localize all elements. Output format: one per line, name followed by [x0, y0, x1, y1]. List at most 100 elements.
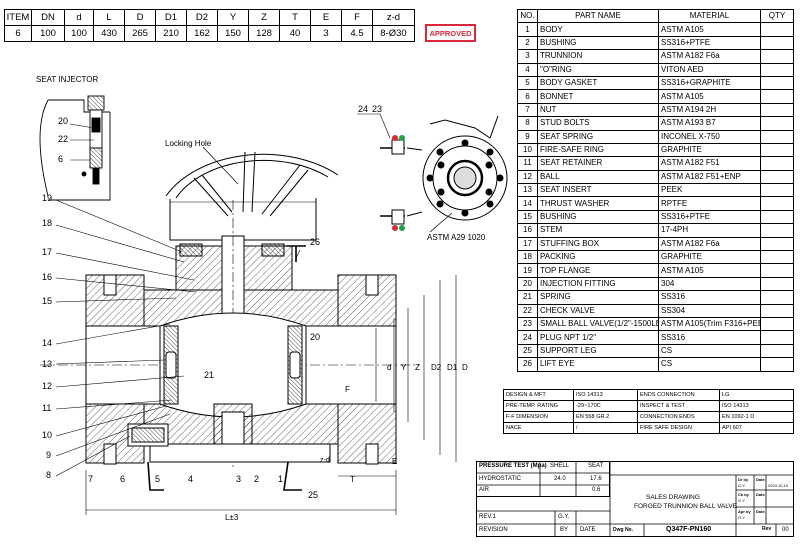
callout-11: 11: [42, 403, 51, 413]
dwg-no-label: Dwg No.: [613, 527, 633, 533]
dr-date-label: Date: [756, 477, 765, 482]
callout-6-detail: 6: [58, 154, 63, 164]
dim-z: Z: [415, 363, 420, 372]
shell-header: SHELL: [550, 463, 570, 469]
dim-e: E: [392, 457, 397, 466]
part-name: BODY GASKET: [537, 75, 659, 91]
callout-18: 18: [42, 218, 52, 228]
part-qty: [760, 75, 794, 91]
callout-24: 24: [358, 104, 368, 114]
rev-no-label: Rev: [762, 526, 772, 532]
dim-d: d: [387, 363, 391, 372]
apr-by: G.Y.: [738, 515, 746, 520]
callout-13: 13: [42, 359, 52, 369]
date-label: DATE: [580, 527, 596, 533]
callout-6: 6: [120, 474, 125, 484]
seat-header: SEAT: [588, 463, 604, 469]
callout-14: 14: [42, 338, 52, 348]
callout-8: 8: [46, 470, 51, 480]
hydrostatic-label: HYDROSTATIC: [479, 476, 522, 482]
drawing-title: FORGED TRUNNION BALL VALVE: [634, 503, 738, 510]
callout-23: 23: [372, 104, 382, 114]
locking-hole-label: Locking Hole: [165, 139, 212, 148]
dim-y: Y: [401, 363, 407, 372]
dim-value-cell: 4.5: [341, 25, 373, 42]
callout-15: 15: [42, 296, 52, 306]
drawing-number: Q347F-PN160: [666, 526, 712, 533]
dim-big-d: D: [462, 363, 468, 372]
dimension-lines: [85, 275, 457, 515]
valve-body-section: [40, 200, 420, 491]
callout-20-detail: 20: [58, 116, 68, 126]
dim-value-cell: 8-Ø30: [372, 25, 415, 42]
part-qty: [760, 89, 794, 104]
hydrostatic-seat: 17.6: [590, 476, 602, 482]
callout-16: 16: [42, 272, 52, 282]
part-qty: [760, 357, 794, 372]
dim-d2: D2: [431, 363, 442, 372]
rev-label: REV.1: [479, 514, 496, 520]
callout-numbers: 1 2 3 4 5 6 7 8 9 10 11 12 13 14 15 16 1…: [42, 104, 382, 500]
apr-by-label: Apr by: [738, 509, 751, 514]
valve-side-view: [380, 115, 508, 231]
ck-by: G.Y.: [738, 498, 746, 503]
dim-t: T: [350, 475, 355, 484]
approved-stamp: APPROVED: [425, 24, 476, 42]
callout-25: 25: [308, 490, 318, 500]
part-material: ASTM A194 2H: [658, 102, 761, 118]
part-qty: [760, 62, 794, 77]
drawing-type: SALES DRAWING: [646, 494, 700, 501]
rev-author: G.Y.: [558, 514, 570, 520]
rev-no: 00: [782, 527, 789, 533]
apr-date-label: Date: [756, 509, 765, 514]
callout-12: 12: [42, 381, 52, 391]
length-dim: L±3: [225, 513, 239, 522]
title-block: PRESSURE TEST (Mpa) SHELL SEAT HYDROSTAT…: [476, 461, 794, 537]
astm-label: ASTM A29 1020: [427, 233, 486, 242]
callout-22: 22: [58, 134, 68, 144]
callout-10: 10: [42, 430, 52, 440]
dim-d1: D1: [447, 363, 458, 372]
callout-19: 19: [42, 193, 52, 203]
spec-cell: NACE: [503, 422, 574, 434]
pressure-test-header: PRESSURE TEST (Mpa): [479, 463, 547, 469]
by-label: BY: [560, 527, 569, 533]
callout-7: 7: [88, 474, 93, 484]
leader-lines: [55, 113, 391, 477]
ck-date-label: Date: [756, 492, 765, 497]
callout-5: 5: [155, 474, 160, 484]
callout-17: 17: [42, 247, 52, 257]
callout-21: 21: [204, 370, 214, 380]
dr-date: 2024.10.10: [768, 483, 789, 488]
dim-value-cell: 128: [248, 25, 280, 42]
seat-injector-label: SEAT INJECTOR: [36, 75, 98, 84]
dr-by-label: Dr by: [738, 477, 749, 482]
revision-label: REVISION: [479, 527, 508, 533]
part-material: CS: [658, 357, 761, 372]
callout-3: 3: [236, 474, 241, 484]
spec-cell: API 607: [719, 422, 794, 434]
seat-injector-detail: [39, 95, 111, 201]
dim-value-cell: 100: [31, 25, 65, 42]
ck-by-label: Ck by: [738, 492, 749, 497]
dim-f: F: [345, 385, 350, 394]
